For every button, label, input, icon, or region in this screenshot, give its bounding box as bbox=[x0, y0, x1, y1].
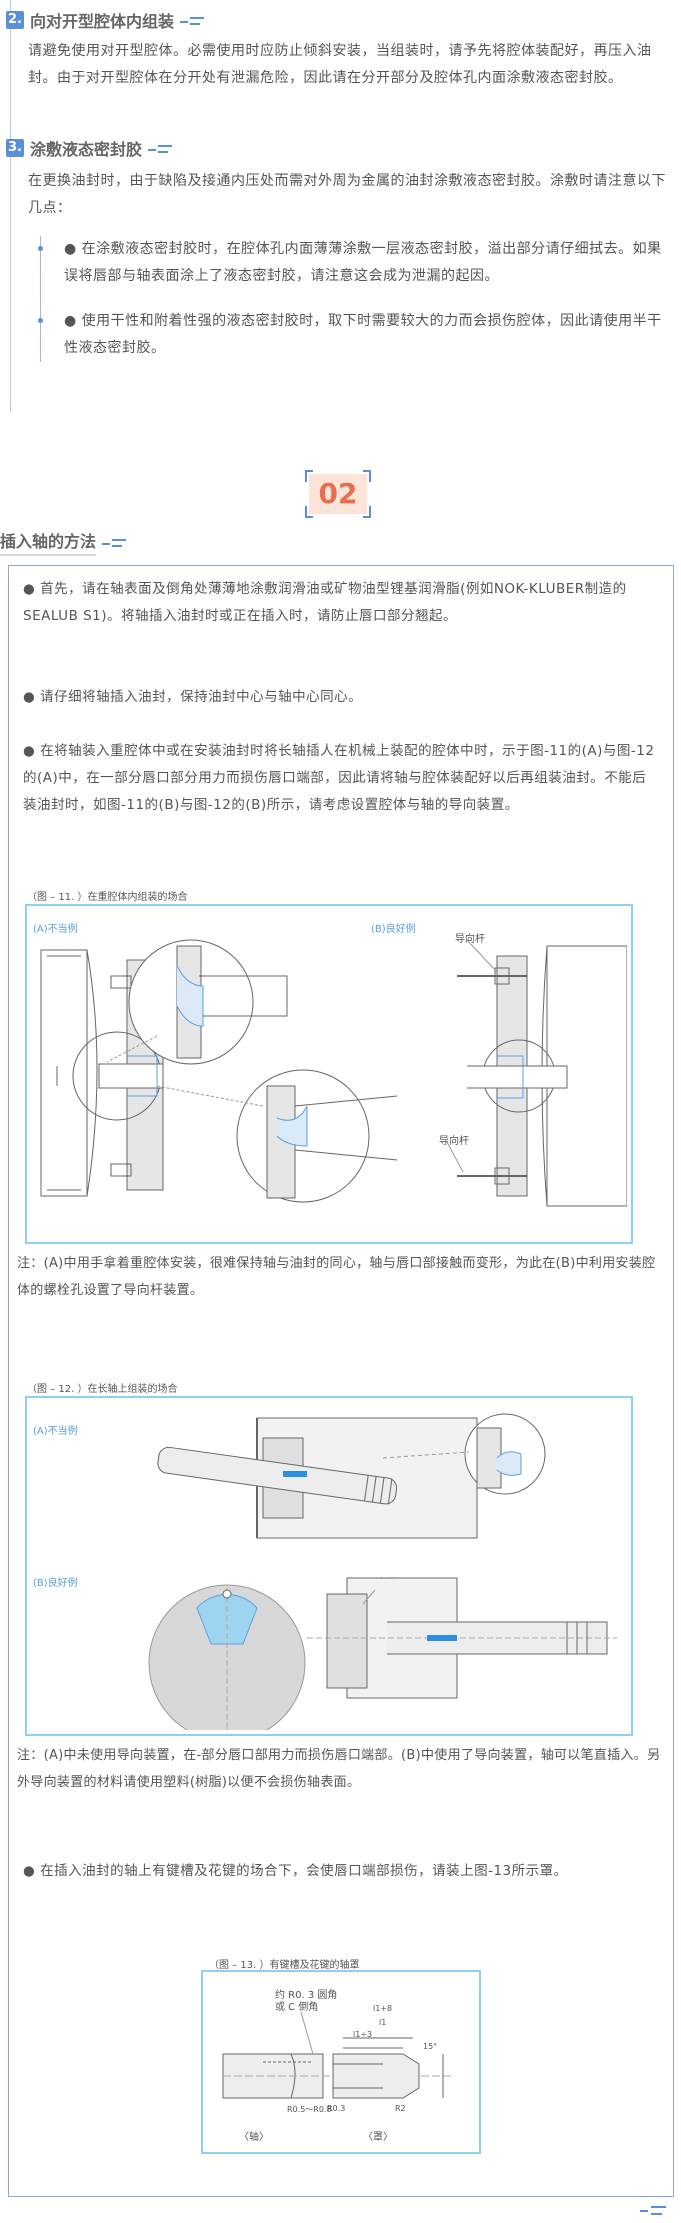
guide-rod-label: 导向杆 bbox=[439, 1136, 469, 1147]
title-deco-icon bbox=[148, 143, 174, 153]
dimension-label: l1 bbox=[379, 2018, 387, 2027]
r03-label: 约 R0. 3 圆角 bbox=[275, 1990, 338, 2001]
bullet-marker-icon bbox=[38, 318, 43, 323]
dimension-label: l1÷3 bbox=[353, 2030, 373, 2039]
section-number: 2. bbox=[6, 11, 24, 29]
figure-13-drawing bbox=[222, 2011, 453, 2099]
section-title: 涂敷液态密封胶 bbox=[30, 140, 143, 159]
title-deco-icon bbox=[180, 15, 206, 25]
dimension-label: R0.5～R0.8 bbox=[287, 2105, 332, 2114]
content-box: ● 首先，请在轴表面及倒角处薄薄地涂敷润滑油或矿物油型锂基润滑脂(例如NOK-K… bbox=[8, 565, 674, 2197]
part-number-badge: 02 bbox=[305, 470, 371, 518]
title-deco-icon bbox=[102, 537, 128, 547]
note: 注：(A)中未使用导向装置，在-部分唇口部用力而损伤唇口端部。(B)中使用了导向… bbox=[17, 1748, 661, 1790]
label-a: (A)不当例 bbox=[33, 1426, 78, 1437]
r03-label: 或 C 倒角 bbox=[275, 2002, 319, 2013]
shaft-label: 〈轴〉 bbox=[239, 2132, 269, 2143]
cover-label: 〈罩〉 bbox=[363, 2132, 393, 2143]
paragraph: ● 在插入油封的轴上有键槽及花键的场合下，会使唇口端部损伤，请装上图-13所示罩… bbox=[23, 1863, 568, 1879]
section-body: 在更换油封时，由于缺陷及接通内压处而需对外周为金属的油封涂敷液态密封胶。涂敷时请… bbox=[28, 173, 666, 216]
note: 注：(A)中用手拿着重腔体安装，很难保持轴与油封的同心，轴与唇口部接触而变形，为… bbox=[17, 1256, 656, 1298]
part-title: 插入轴的方法 bbox=[0, 528, 97, 556]
section-3: 3. 涂敷液态密封胶 在更换油封时，由于缺陷及接通内压处而需对外周为金属的油封涂… bbox=[6, 136, 676, 362]
section-number: 3. bbox=[6, 139, 24, 157]
left-rule bbox=[10, 0, 11, 412]
part-heading: 插入轴的方法 bbox=[0, 528, 128, 556]
list-item: ● 使用干性和附着性强的液态密封胶时，取下时需要较大的力而会损伤腔体，因此请使用… bbox=[64, 313, 662, 356]
figure-11-caption: （图 – 11. ）在重腔体内组装的场合 bbox=[27, 892, 188, 903]
figure-12-caption: （图 – 12. ）在长轴上组装的场合 bbox=[27, 1384, 178, 1395]
bullet-marker-icon bbox=[38, 246, 43, 251]
dimension-label: R2 bbox=[395, 2104, 406, 2113]
figure-12-drawing bbox=[148, 1413, 617, 1730]
figure-11: (A)不当例 (B)良好例 导向杆 导向杆 bbox=[25, 904, 633, 1244]
paragraph: ● 请仔细将轴插入油封，保持油封中心与轴中心同心。 bbox=[23, 689, 363, 705]
dimension-label: 15° bbox=[423, 2042, 438, 2051]
paragraph: ● 在将轴装入重腔体中或在安装油封时将长轴插人在机械上装配的腔体中时，示于图-1… bbox=[23, 743, 655, 813]
section-2: 2. 向对开型腔体内组装 请避免使用对开型腔体。必需使用时应防止倾斜安装，当组装… bbox=[6, 8, 676, 92]
footer-deco-icon bbox=[640, 2202, 670, 2221]
figure-13: 约 R0. 3 圆角 或 C 倒角 〈轴〉 〈罩〉 R0.5～R0.8 R0.3… bbox=[201, 1970, 481, 2154]
label-b: (B)良好例 bbox=[371, 924, 416, 935]
figure-11-drawing bbox=[40, 939, 627, 1207]
paragraph: ● 首先，请在轴表面及倒角处薄薄地涂敷润滑油或矿物油型锂基润滑脂(例如NOK-K… bbox=[23, 581, 627, 624]
section-title: 向对开型腔体内组装 bbox=[30, 12, 175, 31]
dimension-label: R0.3 bbox=[327, 2104, 346, 2113]
dimension-label: l1+8 bbox=[373, 2004, 393, 2013]
label-b: (B)良好例 bbox=[33, 1578, 78, 1589]
figure-13-caption: （图 – 13. ）有键槽及花键的轴罩 bbox=[209, 1960, 360, 1971]
label-a: (A)不当例 bbox=[33, 924, 78, 935]
guide-rod-label: 导向杆 bbox=[455, 934, 485, 945]
section-body: 请避免使用对开型腔体。必需使用时应防止倾斜安装，当组装时，请予先将腔体装配好，再… bbox=[28, 43, 652, 86]
figure-12: (A)不当例 (B)良好例 导向装置 bbox=[25, 1396, 633, 1736]
list-item: ● 在涂敷液态密封胶时，在腔体孔内面薄薄涂敷一层液态密封胶，溢出部分请仔细拭去。… bbox=[64, 241, 662, 284]
bullet-list: ● 在涂敷液态密封胶时，在腔体孔内面薄薄涂敷一层液态密封胶，溢出部分请仔细拭去。… bbox=[32, 236, 672, 362]
